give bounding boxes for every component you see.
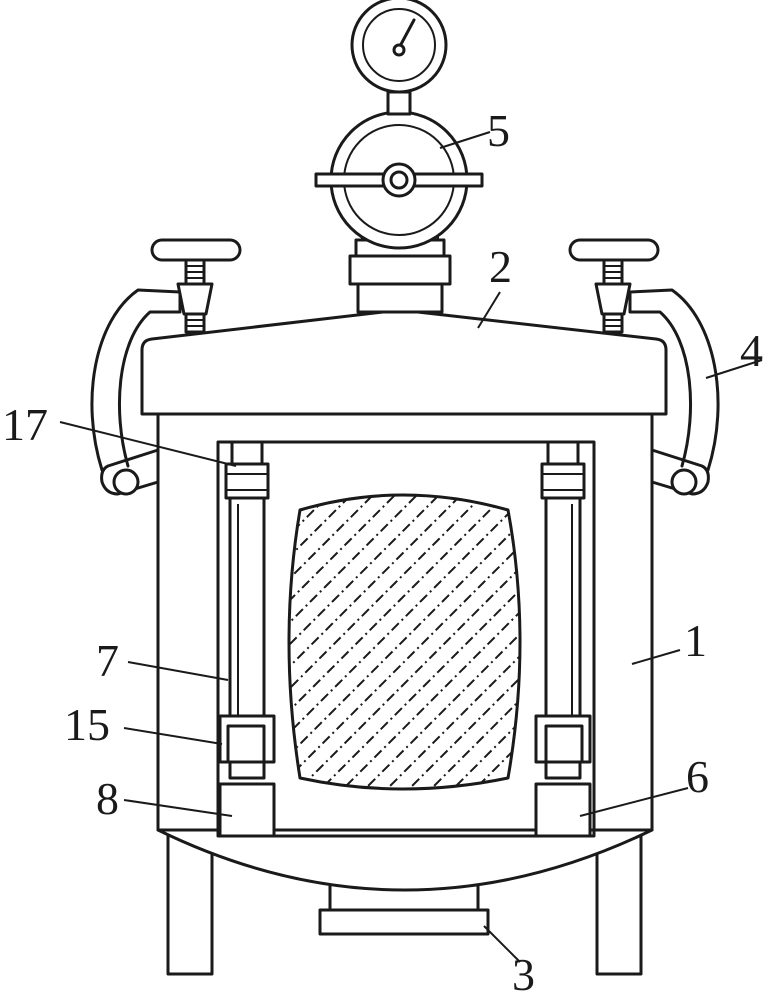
bottom-dished-head (156, 828, 654, 892)
hatch-line (728, 470, 781, 800)
hatch-line (289, 495, 377, 789)
leader-8 (123, 799, 233, 817)
leader-5 (439, 131, 491, 149)
base-block-right (534, 782, 592, 838)
label-3: 3 (512, 949, 535, 1000)
bracket-left (100, 448, 160, 496)
hatch-line (640, 470, 781, 800)
hatch-line (289, 495, 520, 789)
leader-7 (127, 661, 229, 681)
base-block-left (218, 782, 276, 838)
support-leg-right (595, 828, 643, 976)
label-5: 5 (487, 105, 510, 156)
hatch-line (289, 495, 399, 789)
inner-chamber (216, 440, 596, 838)
hatch-line (289, 495, 509, 789)
leader-1 (631, 649, 681, 665)
label-7: 7 (96, 635, 119, 686)
lid-screw-left (150, 238, 242, 334)
lift-assembly-right (534, 440, 592, 838)
leader-4 (705, 359, 763, 379)
leader-2 (477, 291, 501, 329)
hatch-line (289, 495, 355, 789)
hatch-line (750, 470, 781, 800)
support-leg-left (166, 828, 214, 976)
valve-wheel (314, 110, 484, 250)
lid-screw-right (568, 238, 660, 334)
hatch-line (289, 495, 487, 789)
label-15: 15 (64, 699, 110, 750)
bracket-right (650, 448, 710, 496)
clamp-handle-right (628, 288, 720, 472)
gauge-needle (397, 18, 416, 50)
leader-15 (123, 727, 223, 745)
hatch-line (706, 470, 781, 800)
hatch-line (662, 470, 781, 800)
hatch-line (289, 495, 421, 789)
part-labels: 5 2 4 17 1 7 15 8 6 3 (2, 105, 763, 1000)
label-2: 2 (489, 241, 512, 292)
label-6: 6 (686, 751, 709, 802)
label-17: 17 (2, 399, 48, 450)
leader-3 (483, 925, 521, 963)
label-4: 4 (740, 325, 763, 376)
pressure-gauge (350, 0, 448, 116)
lift-assembly-left (218, 440, 276, 838)
label-8: 8 (96, 773, 119, 824)
leader-17 (59, 421, 237, 467)
leader-lines (59, 131, 763, 963)
neck-connector (348, 230, 452, 314)
leader-6 (579, 787, 689, 817)
hatch-line (289, 495, 520, 789)
tank-lid (140, 308, 668, 416)
hatch-line (289, 495, 443, 789)
hatch-line (772, 470, 781, 800)
label-1: 1 (684, 615, 707, 666)
hatch-line (289, 495, 465, 789)
